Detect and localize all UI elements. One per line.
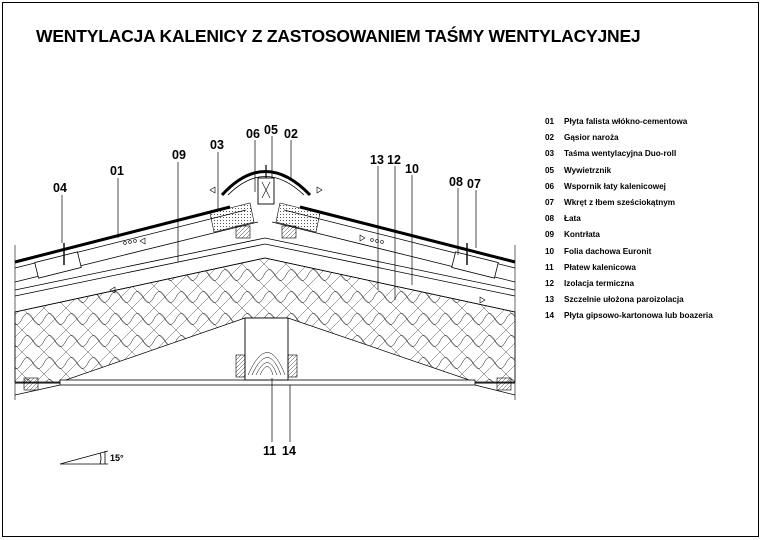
legend-label: Taśma wentylacyjna Duo-roll bbox=[564, 149, 677, 159]
callout-04: 04 bbox=[53, 181, 67, 195]
legend-number: 01 bbox=[545, 117, 555, 126]
legend-row: 12 Izolacja termiczna bbox=[545, 278, 713, 294]
legend-row: 06 Wspornik łaty kalenicowej bbox=[545, 181, 713, 197]
ventilation-tape bbox=[209, 202, 321, 233]
callout-09: 09 bbox=[172, 148, 186, 162]
slope-angle-indicator bbox=[59, 450, 109, 465]
legend-row: 08 Łata bbox=[545, 213, 713, 229]
legend-number: 09 bbox=[545, 230, 555, 240]
legend-row: 05 Wywietrznik bbox=[545, 165, 713, 181]
callout-01: 01 bbox=[110, 164, 124, 178]
legend-number: 11 bbox=[545, 262, 554, 272]
callout-14: 14 bbox=[282, 444, 296, 458]
ridge-cap bbox=[220, 165, 312, 205]
legend-number: 02 bbox=[545, 133, 555, 143]
legend-row: 14 Płyta gipsowo-kartonowa lub boazeria bbox=[545, 310, 713, 326]
callout-03: 03 bbox=[210, 138, 224, 152]
legend-number: 08 bbox=[545, 214, 555, 224]
legend-label: Gąsior naroża bbox=[564, 133, 619, 143]
rafter-edge bbox=[14, 243, 516, 297]
legend-number: 12 bbox=[545, 278, 555, 288]
legend-row: 10 Folia dachowa Euronit bbox=[545, 246, 713, 262]
corrugated-sheet bbox=[14, 205, 231, 264]
callout-02: 02 bbox=[284, 127, 298, 141]
batten-blocks bbox=[23, 225, 512, 391]
legend-label: Wywietrznik bbox=[564, 165, 612, 175]
legend-label: Folia dachowa Euronit bbox=[564, 246, 652, 256]
callout-08: 08 bbox=[449, 175, 463, 189]
legend-label: Szczelnie ułożona paroizolacja bbox=[564, 295, 684, 305]
callout-10: 10 bbox=[405, 162, 419, 176]
legend-number: 07 bbox=[545, 197, 555, 207]
ridge-ventilator bbox=[257, 177, 275, 205]
legend-label: Płyta falista włókno-cementowa bbox=[564, 117, 688, 126]
legend-row: 11 Płatew kalenicowa bbox=[545, 262, 713, 278]
callout-12: 12 bbox=[387, 153, 401, 167]
legend-label: Płyta gipsowo-kartonowa lub boazeria bbox=[564, 311, 713, 321]
callout-07: 07 bbox=[467, 177, 481, 191]
ridge-purlin bbox=[235, 317, 298, 381]
legend-row: 09 Kontrłata bbox=[545, 229, 713, 245]
slope-angle-label: 15° bbox=[110, 453, 124, 463]
legend-number: 13 bbox=[545, 295, 555, 305]
legend-label: Płatew kalenicowa bbox=[564, 262, 636, 272]
legend-row: 13 Szczelnie ułożona paroizolacja bbox=[545, 294, 713, 310]
callout-05: 05 bbox=[264, 123, 278, 137]
legend-label: Łata bbox=[564, 214, 581, 224]
roof-membrane bbox=[14, 237, 516, 291]
legend: 01 Płyta falista włókno-cementowa 02 Gąsio… bbox=[545, 116, 713, 326]
leader-lines bbox=[61, 136, 477, 442]
callout-06: 06 bbox=[246, 127, 260, 141]
legend-label: Wspornik łaty kalenicowej bbox=[564, 181, 666, 191]
callout-13: 13 bbox=[370, 153, 384, 167]
lower-edge bbox=[474, 384, 516, 396]
batten bbox=[451, 251, 499, 279]
airflow-arrows bbox=[109, 186, 486, 304]
batten bbox=[34, 251, 82, 279]
legend-label: Izolacja termiczna bbox=[564, 278, 635, 288]
legend-label: Wkręt z łbem sześciokątnym bbox=[564, 197, 676, 207]
legend-number: 10 bbox=[545, 246, 555, 256]
legend-number: 03 bbox=[545, 149, 555, 159]
drawing-title: WENTYLACJA KALENICY Z ZASTOSOWANIEM TAŚM… bbox=[36, 26, 641, 46]
legend-number: 05 bbox=[545, 165, 555, 175]
legend-row: 01 Płyta falista włókno-cementowa bbox=[545, 116, 713, 132]
legend-row: 03 Taśma wentylacyjna Duo-roll bbox=[545, 148, 713, 164]
plasterboard bbox=[59, 379, 476, 386]
corrugated-sheet bbox=[299, 205, 516, 264]
legend-label: Kontrłata bbox=[564, 230, 600, 240]
legend-row: 02 Gąsior naroża bbox=[545, 132, 713, 148]
legend-number: 14 bbox=[545, 311, 555, 321]
callout-11: 11 bbox=[263, 444, 276, 458]
legend-row: 07 Wkręt z łbem sześciokątnym bbox=[545, 197, 713, 213]
legend-number: 06 bbox=[545, 181, 555, 191]
